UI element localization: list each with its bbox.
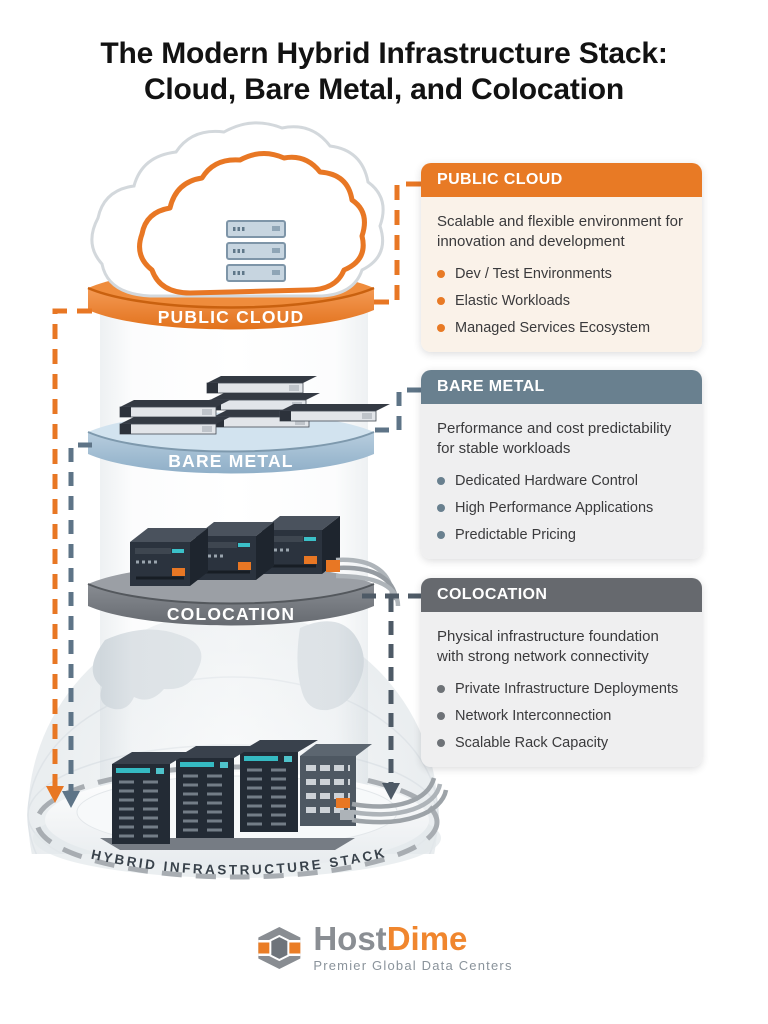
- arrow-down-orange-icon: [46, 786, 64, 803]
- cloud-servers-icon: [226, 220, 286, 282]
- bullet-dot-icon: [437, 476, 445, 485]
- hostdime-logo-text: HostDime Premier Global Data Centers: [313, 922, 512, 973]
- bullet-dot-icon: [437, 684, 445, 693]
- card-colocation: COLOCATION Physical infrastructure found…: [421, 578, 702, 767]
- card-public-cloud-body: Scalable and flexible environment for in…: [421, 197, 702, 352]
- card-bullet-list: Dev / Test Environments Elastic Workload…: [437, 266, 688, 336]
- logo-name-dime: Dime: [386, 920, 468, 957]
- bullet-dot-icon: [437, 503, 445, 512]
- bullet-label: High Performance Applications: [455, 499, 654, 516]
- arrow-down-slate-icon: [62, 791, 80, 808]
- page-title: The Modern Hybrid Infrastructure Stack: …: [0, 36, 768, 108]
- bullet-dot-icon: [437, 323, 445, 332]
- bullet-dot-icon: [437, 269, 445, 278]
- hostdime-logo-icon: [258, 926, 301, 969]
- arrow-down-gray-icon: [382, 783, 400, 800]
- card-description: Performance and cost predictability for …: [437, 420, 672, 458]
- title-line-2: Cloud, Bare Metal, and Colocation: [143, 73, 625, 106]
- layer-colocation: COLOCATION: [87, 514, 401, 626]
- connector-orange-left: [52, 308, 92, 786]
- card-bare-metal: BARE METAL Performance and cost predicta…: [421, 370, 702, 559]
- bullet-item: Scalable Rack Capacity: [437, 735, 688, 751]
- bullet-label: Managed Services Ecosystem: [455, 319, 651, 336]
- bullet-dot-icon: [437, 530, 445, 539]
- card-bullet-list: Dedicated Hardware Control High Performa…: [437, 473, 688, 543]
- connector-slate-right: [368, 387, 421, 433]
- bullet-item: Predictable Pricing: [437, 527, 688, 543]
- bullet-item: Dev / Test Environments: [437, 266, 688, 282]
- connectors: [46, 181, 421, 808]
- connector-slate-left: [68, 442, 92, 791]
- bullet-item: Dedicated Hardware Control: [437, 473, 688, 489]
- bullet-label: Private Infrastructure Deployments: [455, 680, 679, 697]
- card-description: Scalable and flexible environment for in…: [437, 213, 683, 251]
- card-bullet-list: Private Infrastructure Deployments Netwo…: [437, 681, 688, 751]
- layer-bare-metal: BARE METAL: [87, 375, 391, 474]
- bullet-label: Dev / Test Environments: [455, 265, 612, 282]
- base-dashed-ring: [34, 764, 440, 880]
- bullet-dot-icon: [437, 296, 445, 305]
- bullet-dot-icon: [437, 711, 445, 720]
- data-center-icon: [100, 738, 449, 850]
- card-colocation-header: COLOCATION: [421, 578, 702, 612]
- card-public-cloud: PUBLIC CLOUD Scalable and flexible envir…: [421, 163, 702, 352]
- hostdime-logo: HostDime Premier Global Data Centers: [255, 922, 512, 973]
- bullet-label: Elastic Workloads: [455, 292, 570, 309]
- bullet-item: Managed Services Ecosystem: [437, 320, 688, 336]
- bullet-label: Network Interconnection: [455, 707, 612, 724]
- connector-orange-right: [370, 181, 421, 305]
- hostdime-logo-name: HostDime: [313, 922, 512, 955]
- bullet-item: Private Infrastructure Deployments: [437, 681, 688, 697]
- logo-name-host: Host: [313, 920, 387, 957]
- bullet-label: Scalable Rack Capacity: [455, 734, 609, 751]
- card-bare-metal-header: BARE METAL: [421, 370, 702, 404]
- title-line-1: The Modern Hybrid Infrastructure Stack:: [100, 37, 668, 70]
- bullet-item: Elastic Workloads: [437, 293, 688, 309]
- layer-label-bare-metal: BARE METAL: [168, 451, 293, 471]
- bullet-item: High Performance Applications: [437, 500, 688, 516]
- layer-public-cloud: PUBLIC CLOUD: [87, 121, 385, 330]
- bullet-dot-icon: [437, 738, 445, 747]
- bullet-label: Dedicated Hardware Control: [455, 472, 638, 489]
- cloud-icon: [90, 121, 385, 298]
- layer-label-colocation: COLOCATION: [167, 604, 295, 624]
- cables-icon: [336, 777, 449, 825]
- card-public-cloud-header: PUBLIC CLOUD: [421, 163, 702, 197]
- layer-label-public-cloud: PUBLIC CLOUD: [158, 307, 305, 327]
- card-bare-metal-body: Performance and cost predictability for …: [421, 404, 702, 559]
- hostdime-logo-tagline: Premier Global Data Centers: [313, 958, 513, 973]
- card-colocation-body: Physical infrastructure foundation with …: [421, 612, 702, 767]
- bullet-item: Network Interconnection: [437, 708, 688, 724]
- bullet-label: Predictable Pricing: [455, 526, 576, 543]
- card-description: Physical infrastructure foundation with …: [437, 628, 659, 666]
